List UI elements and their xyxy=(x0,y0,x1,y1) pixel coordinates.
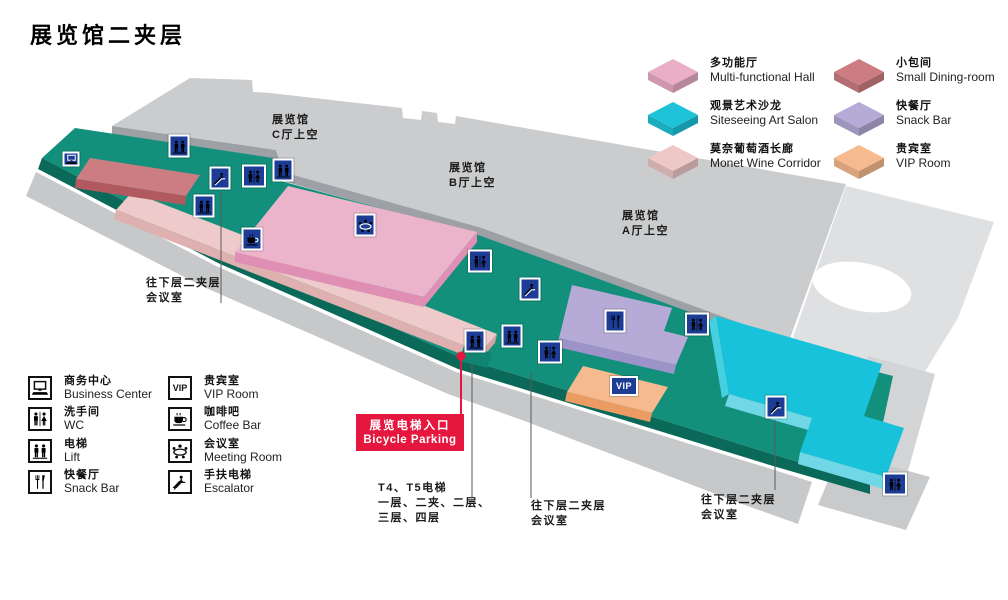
area-tile-icon xyxy=(834,145,884,179)
escalator-icon xyxy=(168,470,192,495)
wc-icon xyxy=(242,164,266,188)
coffee-icon xyxy=(168,407,192,432)
down-to-meeting-mid-label: 往下层二夹层 会议室 xyxy=(531,500,606,527)
vip-icon: VIP xyxy=(168,375,192,400)
meeting-room-icon xyxy=(168,438,192,463)
floor-front-face xyxy=(38,158,870,494)
down-to-meeting-right-label: 往下层二夹层 会议室 xyxy=(701,494,776,521)
wc-icon xyxy=(468,249,492,273)
area-tile-icon xyxy=(648,59,698,93)
escalator-icon xyxy=(765,395,787,419)
snack-bar-icon xyxy=(604,309,626,333)
mezzanine-floor xyxy=(42,128,893,483)
hall-b-label: 展览馆 B厅上空 xyxy=(449,162,496,189)
leader-lines xyxy=(220,192,776,498)
hall-a-label: 展览馆 A厅上空 xyxy=(622,210,669,237)
t4-t5-lift-note-label: T4、T5电梯 一层、二夹、二层、 三层、四层 xyxy=(378,482,491,524)
area-tile-icon xyxy=(648,102,698,136)
small-dining-room xyxy=(75,158,200,205)
wc-icon xyxy=(538,340,562,364)
meeting-room-icon xyxy=(354,213,376,237)
computer-icon xyxy=(62,151,80,167)
wc-icon xyxy=(685,312,709,336)
down-to-meeting-left-label: 往下层二夹层 会议室 xyxy=(146,277,221,304)
wc-icon xyxy=(28,407,52,432)
multi-functional-hall xyxy=(235,186,477,307)
exhibition-lift-entrance-label: 展览电梯入口 Bicycle Parking xyxy=(356,414,464,451)
lift-icon xyxy=(193,194,215,218)
hall-c-label: 展览馆 C厅上空 xyxy=(272,114,319,141)
snack-bar-icon xyxy=(28,470,52,495)
coffee-icon xyxy=(241,227,263,251)
area-tile-icon xyxy=(648,145,698,179)
entrance-marker xyxy=(456,351,466,416)
lift-icon xyxy=(464,329,486,353)
area-tile-icon xyxy=(834,102,884,136)
lift-icon xyxy=(168,134,190,158)
page-title: 展览馆二夹层 xyxy=(30,23,187,48)
lift-icon xyxy=(28,438,52,463)
roof-over-halls xyxy=(112,78,846,341)
computer-icon xyxy=(28,375,52,400)
lift-icon xyxy=(501,324,523,348)
area-tile-icon xyxy=(834,59,884,93)
escalator-icon xyxy=(519,277,541,301)
vip-icon: VIP xyxy=(610,376,638,396)
escalator-icon xyxy=(209,166,231,190)
front-apron xyxy=(26,172,812,524)
wc-icon xyxy=(883,472,907,496)
lift-icon xyxy=(272,158,294,182)
